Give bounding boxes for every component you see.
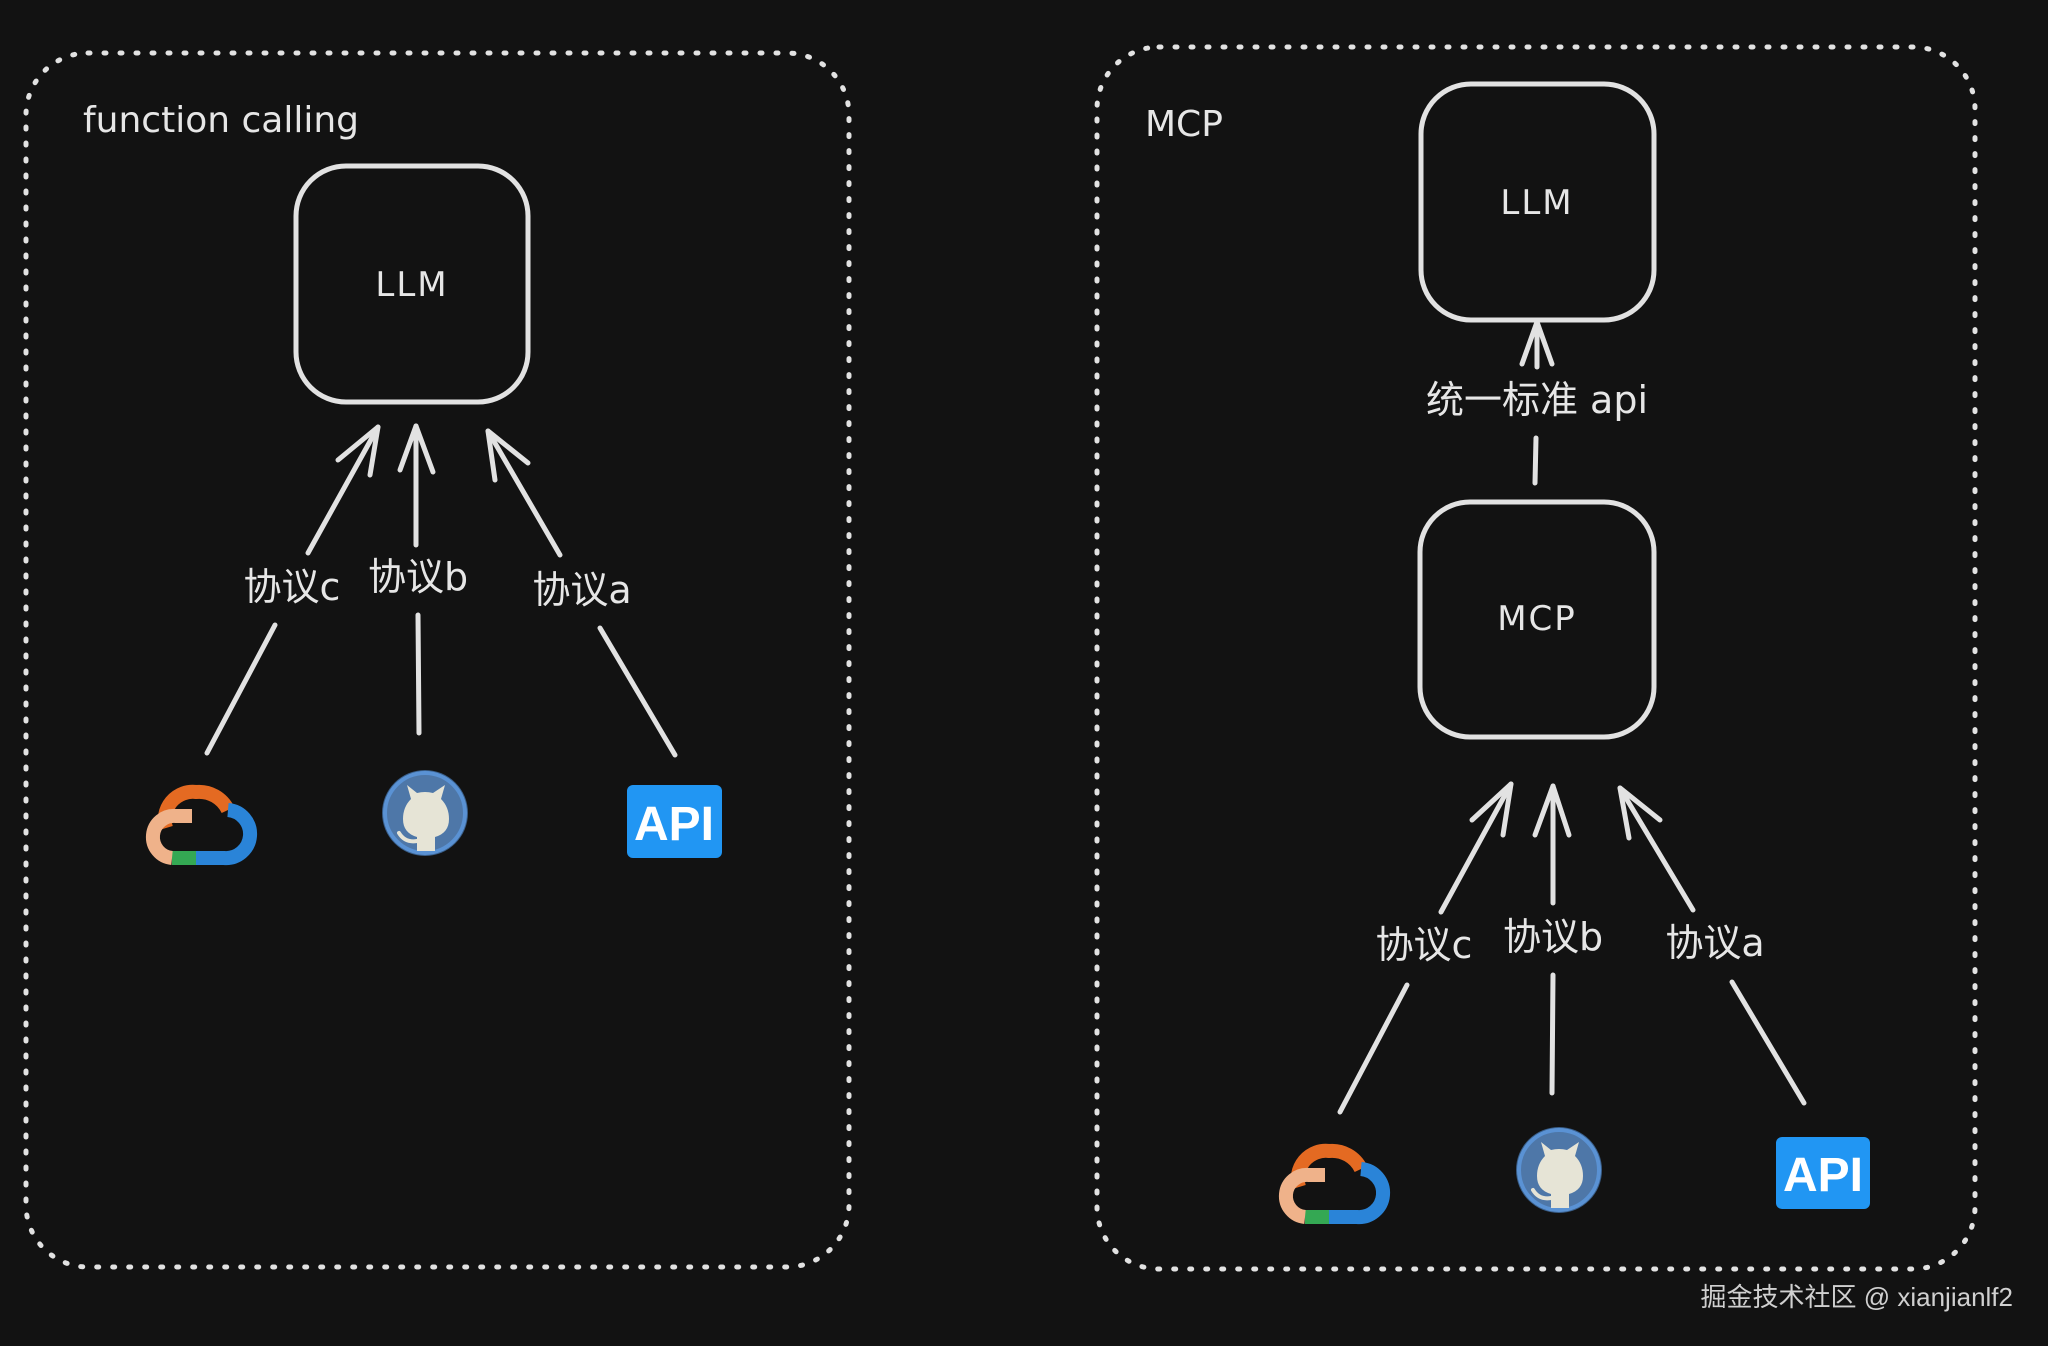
google-cloud-icon xyxy=(153,792,250,858)
mcp-box-label: MCP xyxy=(1497,599,1577,639)
github-icon xyxy=(380,768,470,858)
llm-box-label: LLM xyxy=(375,265,448,305)
mcp-panel-title: MCP xyxy=(1145,104,1223,145)
arrow-protocol-b xyxy=(1532,783,1572,1096)
github-icon xyxy=(1514,1125,1604,1215)
llm-box-label: LLM xyxy=(1500,183,1573,223)
google-cloud-icon xyxy=(1286,1151,1383,1217)
arrow-protocol-c xyxy=(204,424,381,756)
mcp-dashed-border xyxy=(1094,44,1978,1272)
edge-label-protocol-a: 协议a xyxy=(532,568,631,612)
mcp-box[interactable] xyxy=(1417,499,1657,740)
arrow-protocol-b xyxy=(397,423,436,736)
edge-label-protocol-c: 协议c xyxy=(1376,923,1473,967)
function-calling-panel: function calling LLM 协议c 协议b 协议a xyxy=(23,50,852,1270)
api-icon-label: API xyxy=(1783,1149,1863,1202)
arrow-protocol-a xyxy=(1617,785,1807,1106)
api-icon-label: API xyxy=(634,798,714,851)
function-calling-title: function calling xyxy=(83,100,359,141)
mcp-panel: MCP LLM 统一标准 api MCP 协议c 协议b xyxy=(1094,44,1978,1272)
api-icon: API xyxy=(1776,1137,1870,1209)
api-icon: API xyxy=(627,785,722,858)
edge-label-protocol-c: 协议c xyxy=(244,565,341,609)
edge-label-protocol-b: 协议b xyxy=(368,555,468,599)
llm-box[interactable] xyxy=(293,163,531,405)
function-calling-dashed-border xyxy=(23,50,852,1270)
watermark: 掘金技术社区 @ xianjianlf2 xyxy=(1701,1282,2013,1312)
arrow-protocol-c xyxy=(1337,781,1514,1115)
edge-label-protocol-a: 协议a xyxy=(1665,921,1764,965)
arrow-unified-api xyxy=(1519,319,1555,486)
unified-standard-api-label: 统一标准 api xyxy=(1426,378,1648,422)
arrow-protocol-a xyxy=(485,428,678,758)
edge-label-protocol-b: 协议b xyxy=(1503,915,1603,959)
